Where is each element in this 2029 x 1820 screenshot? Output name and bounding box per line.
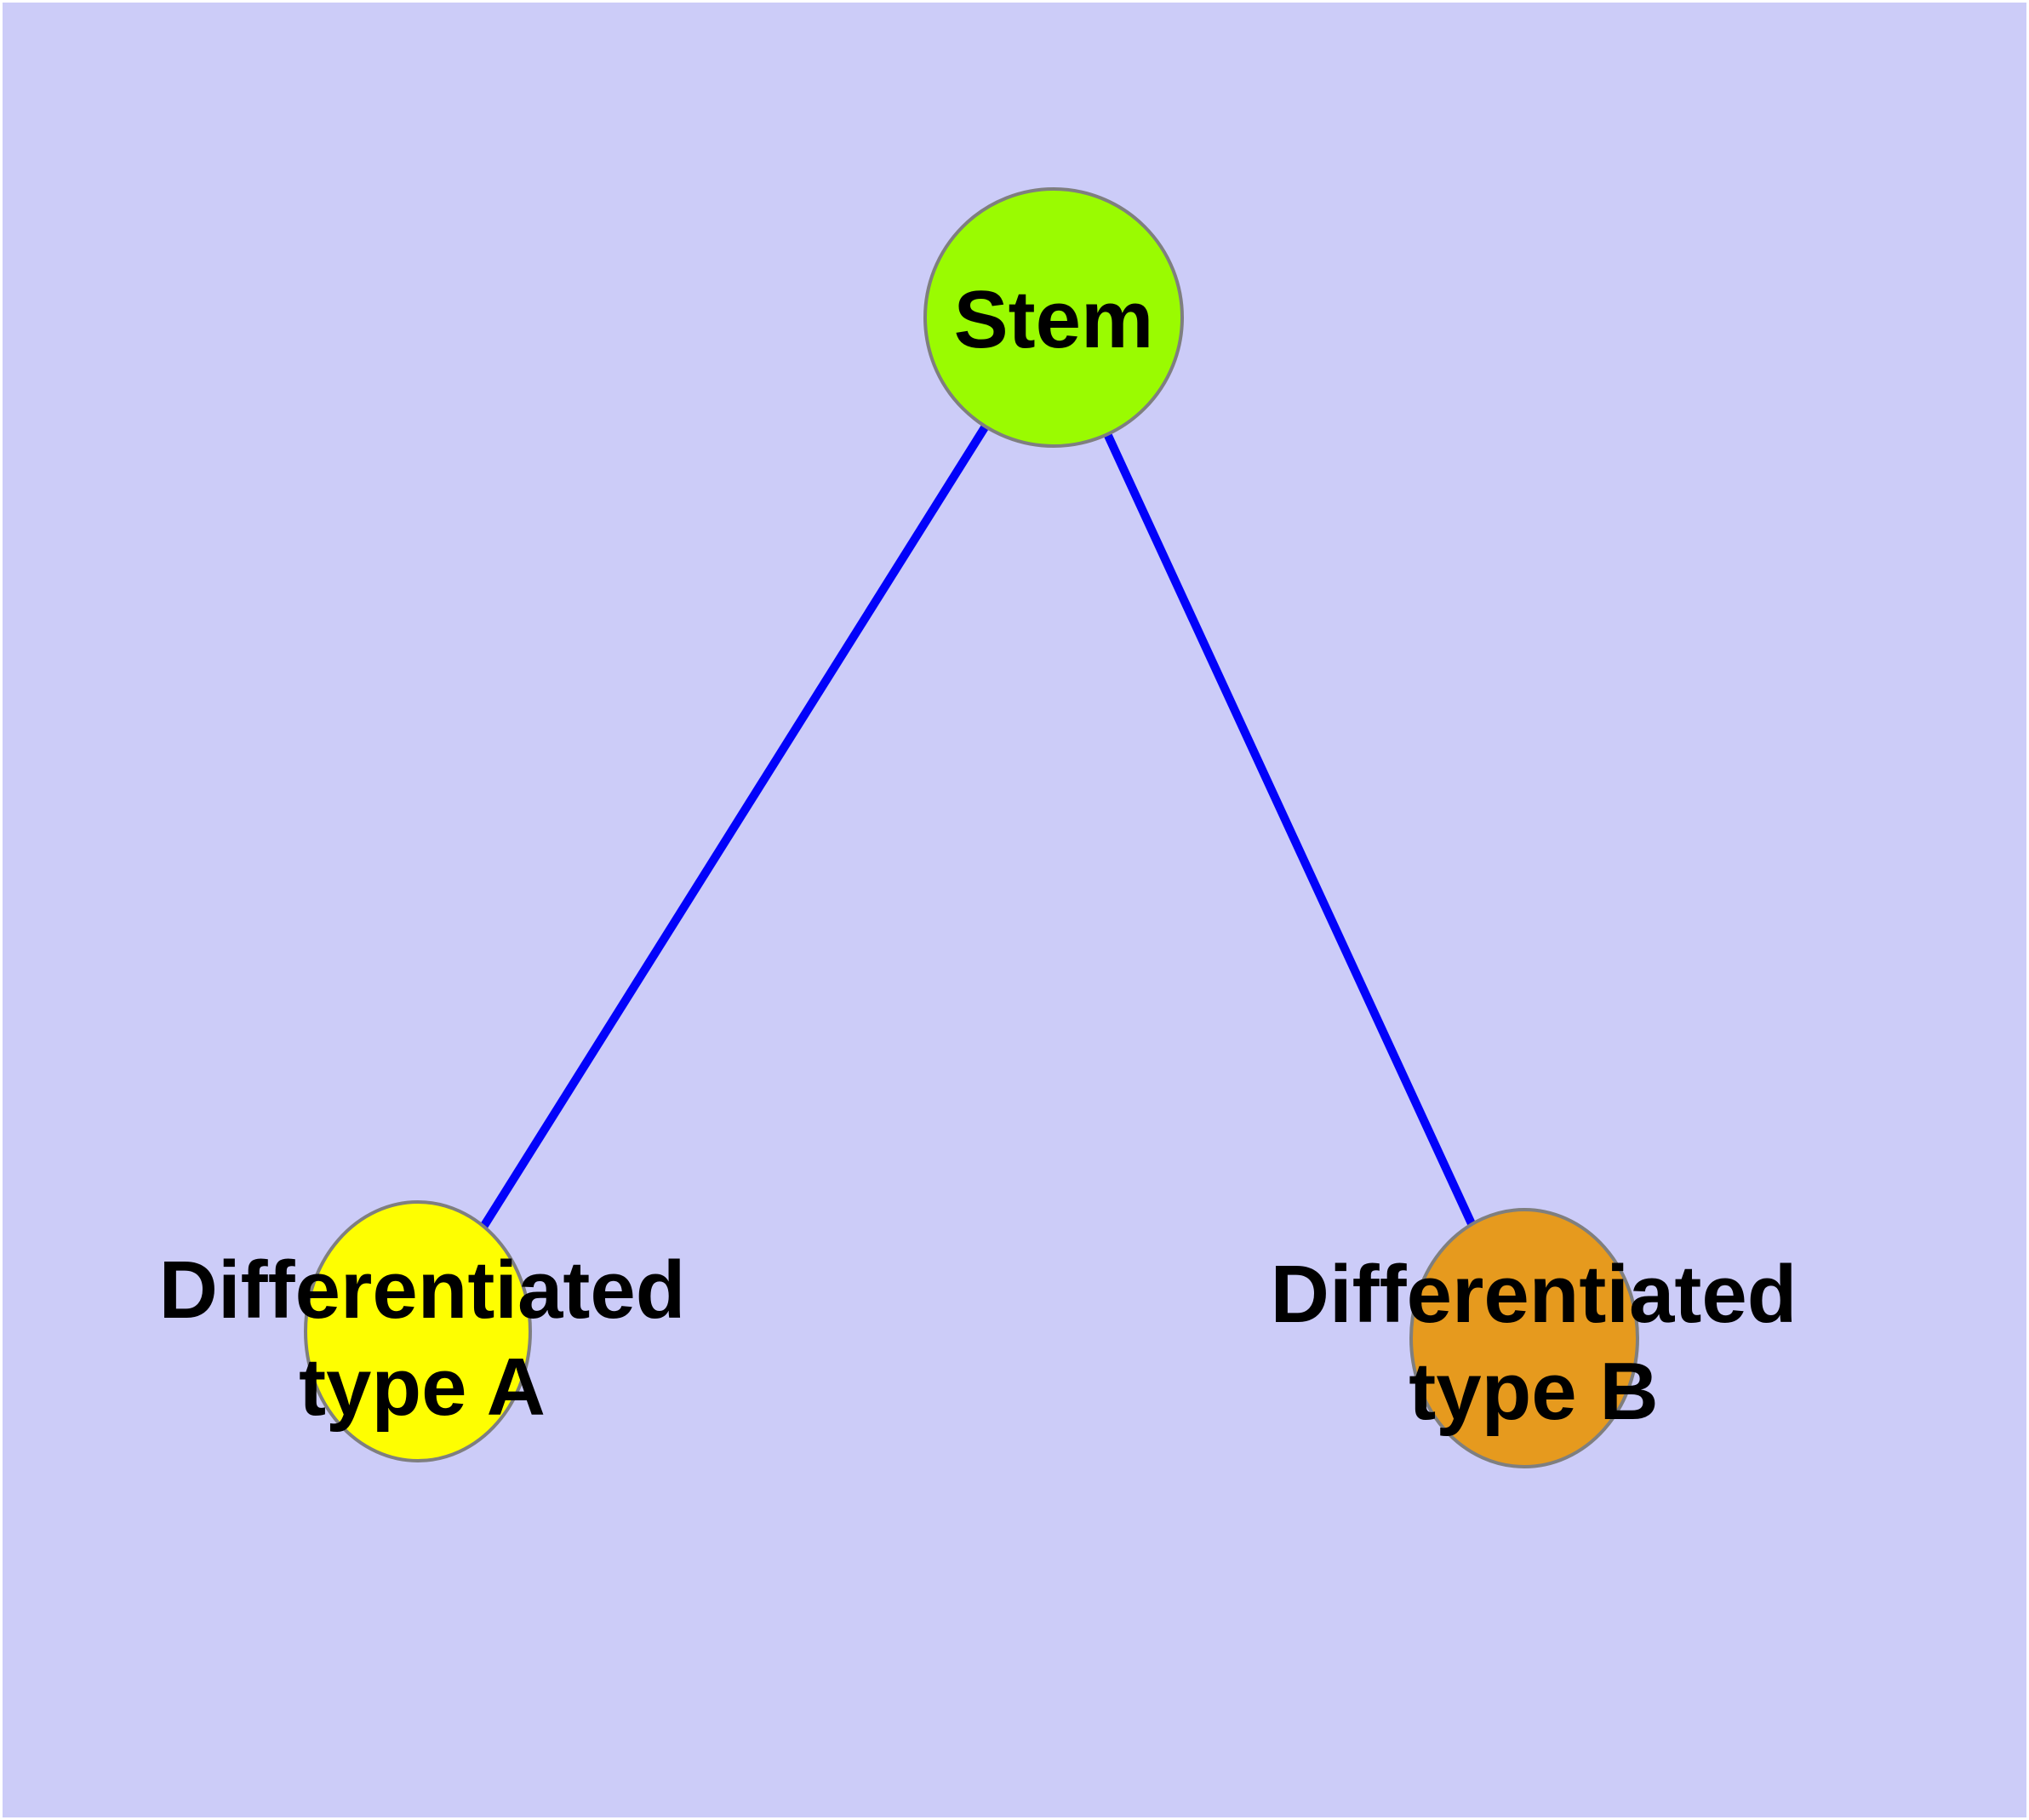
node-differentiated-type-b [1409, 1208, 1639, 1468]
node-stem [923, 187, 1184, 448]
node-type-a-label-line2: type A [299, 1342, 546, 1433]
node-type-b-label-line1: Differentiated [1271, 1249, 1798, 1340]
node-type-a-label-line1: Differentiated [159, 1245, 686, 1336]
node-differentiated-type-a [304, 1200, 532, 1462]
node-type-b-label-line2: type B [1409, 1346, 1658, 1437]
node-stem-label: Stem [954, 274, 1154, 365]
edge-stem-to-type-b [1049, 315, 1529, 1341]
edge-stem-to-type-a [414, 315, 1058, 1334]
